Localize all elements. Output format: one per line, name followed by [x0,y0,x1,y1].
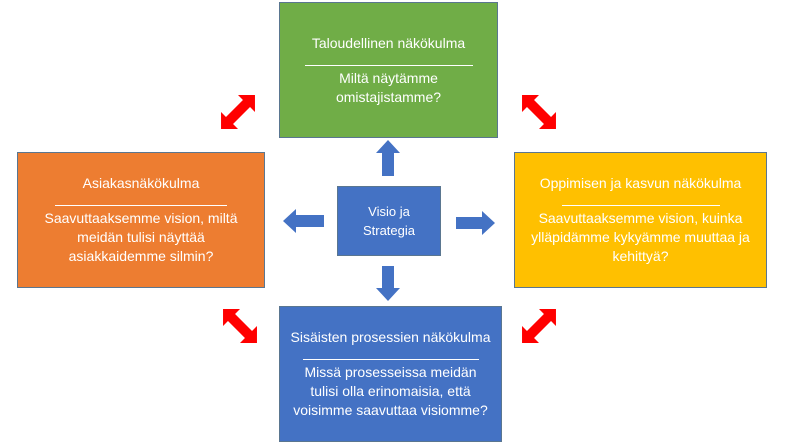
center-line-2: Strategia [362,223,416,238]
internal-process-perspective-box: Sisäisten prosessien näkökulma Missä pro… [279,306,502,442]
learning-perspective-box: Oppimisen ja kasvun näkökulma Saavuttaak… [514,152,767,288]
financial-question: Miltä näytämme omistajistamme? [335,69,442,105]
internal-title: Sisäisten prosessien näkökulma [290,329,491,345]
arrow-down-icon [376,266,400,301]
customer-title: Asiakasnäkökulma [82,175,200,191]
internal-question: Missä prosesseissa meidän tulisi olla er… [293,364,488,418]
arrow-right-icon [456,211,495,235]
customer-divider [55,205,227,206]
arrow-left-icon [283,209,324,233]
learning-question: Saavuttaaksemme vision, kuinka ylläpidäm… [531,210,750,264]
arrow-up-icon [376,140,400,176]
double-arrow-bottom-left-icon [223,309,257,343]
financial-perspective-box: Taloudellinen näkökulma Miltä näytämme o… [279,2,498,138]
learning-title: Oppimisen ja kasvun näkökulma [539,175,742,191]
customer-perspective-box: Asiakasnäkökulma Saavuttaaksemme vision,… [17,152,265,288]
center-line-1: Visio ja [368,204,410,219]
customer-question: Saavuttaaksemme vision, miltä meidän tul… [44,210,238,264]
vision-strategy-box: Visio ja Strategia [337,186,441,256]
internal-divider [302,359,479,360]
double-arrow-top-right-icon [522,95,556,129]
financial-title: Taloudellinen näkökulma [311,34,466,51]
double-arrow-top-left-icon [221,95,255,129]
learning-divider [561,205,720,206]
financial-divider [304,64,473,66]
double-arrow-bottom-right-icon [522,309,556,343]
